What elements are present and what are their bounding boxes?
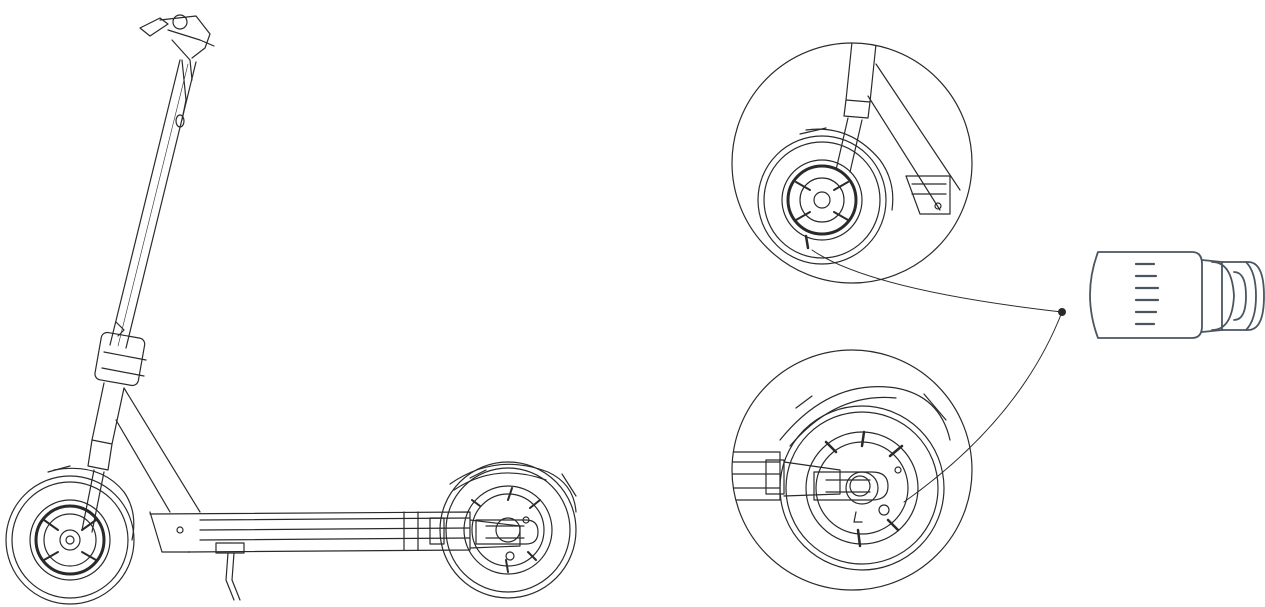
tire-valve-cap-icon [1089, 251, 1265, 339]
kickstand [215, 542, 245, 601]
frame-down-tube [115, 387, 201, 553]
rear-fender [449, 463, 577, 513]
full-scooter-side-view [5, 14, 577, 605]
folding-joint [94, 321, 147, 387]
deck [149, 511, 521, 553]
rear-wheel [439, 461, 577, 599]
front-fender [53, 467, 135, 541]
leader-lines [811, 249, 1066, 503]
front-wheel [5, 475, 135, 605]
front-wheel-valve-detail [731, 42, 973, 284]
rear-wheel-valve-detail [731, 349, 973, 591]
steering-stem [109, 59, 197, 349]
